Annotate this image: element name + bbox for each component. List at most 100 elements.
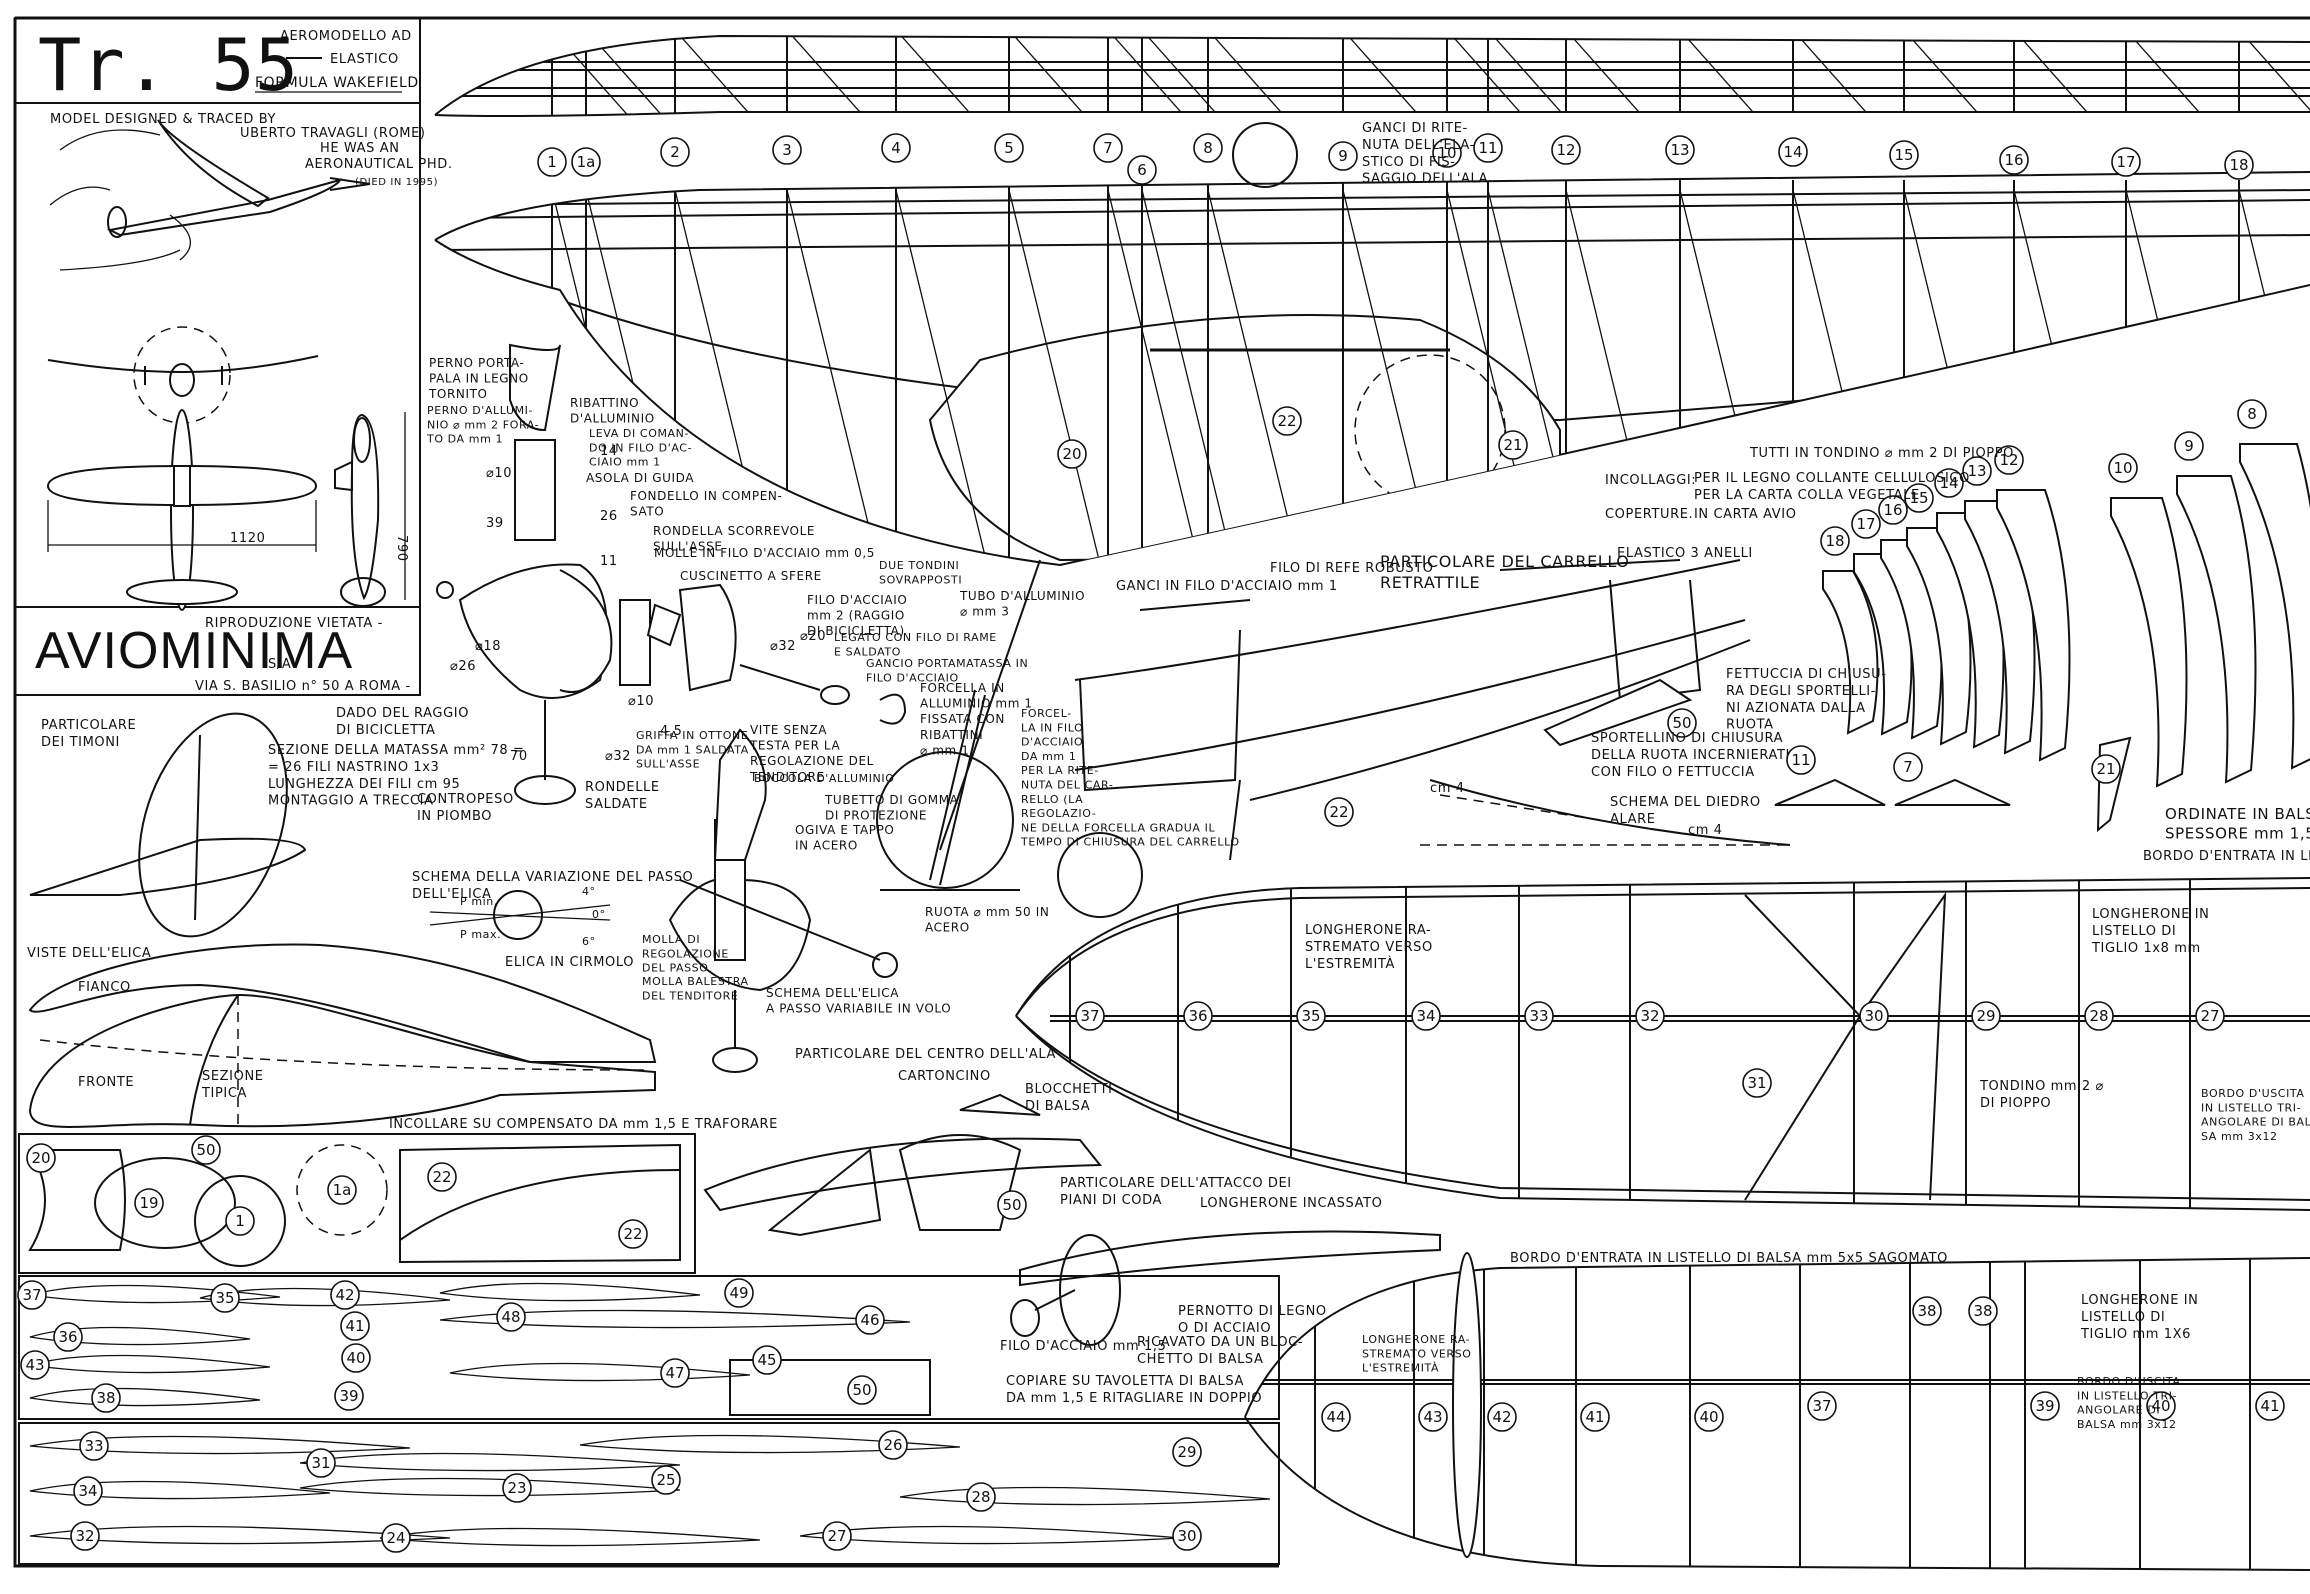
note-line: STREMATO VERSO: [1305, 940, 1433, 955]
note-leva: LEVA DI COMAN-DO IN FILO D'AC-CIAIO mm 1: [589, 427, 692, 469]
note-line: BOCCOLA D'ALLUMINIO: [754, 772, 894, 785]
callout-number: 20: [31, 1149, 50, 1167]
callout-number: 18: [1825, 532, 1844, 550]
callout-parts: 34: [73, 1476, 103, 1506]
designer-line-1: MODEL DESIGNED & TRACED BY: [50, 112, 276, 127]
callout-circle: [660, 1358, 690, 1388]
airfoil-rib: [29, 1387, 261, 1407]
callout-fuselage: 8: [1193, 133, 1223, 163]
callout-parts: 30: [1172, 1521, 1202, 1551]
note-line: SEZIONE DELLA MATASSA mm² 78 =: [268, 743, 524, 758]
callout-wing: 35: [1296, 1001, 1326, 1031]
callout-parts: 32: [70, 1521, 100, 1551]
note-line: PERNOTTO DI LEGNO: [1178, 1304, 1327, 1319]
note-line: FONDELLO IN COMPEN-: [630, 489, 782, 503]
callout-circle: [1904, 483, 1934, 513]
callout-fuselage: 9: [1328, 141, 1358, 171]
callout-circle: [1635, 1001, 1665, 1031]
callout-parts: 24: [381, 1523, 411, 1553]
callout-number: 34: [1416, 1007, 1435, 1025]
callout-circle: [1786, 745, 1816, 775]
note-line: SA mm 3x12: [2201, 1130, 2278, 1143]
note-line: SOVRAPPOSTI: [879, 573, 962, 586]
wing-center-detail: [703, 1093, 1103, 1237]
note-line: NIO ⌀ mm 2 FORA-: [427, 418, 539, 431]
callout-wing: 34: [1411, 1001, 1441, 1031]
callout-fuselage: 6: [1127, 155, 1157, 185]
callout-number: 31: [311, 1454, 330, 1472]
callout-circle: [2195, 1001, 2225, 1031]
note-line: IN LISTELLO TRI-: [2077, 1389, 2177, 1402]
reproduction-notice: RIPRODUZIONE VIETATA -: [205, 616, 383, 631]
callout-number: 38: [96, 1389, 115, 1407]
callout-parts: 47: [660, 1358, 690, 1388]
note-line: LONGHERONE INCASSATO: [1200, 1196, 1382, 1211]
callout-number: 1a: [333, 1181, 352, 1199]
callout-circle: [341, 1343, 371, 1373]
note-line: PER LA CARTA COLLA VEGETALE: [1694, 488, 1920, 503]
note-line: BALSA mm 3x12: [2077, 1418, 2177, 1431]
note-line: ACERO: [925, 921, 970, 935]
note-line: PARTICOLARE DELL'ATTACCO DEI: [1060, 1176, 1292, 1191]
note-coperture-txt: IN CARTA AVIO: [1694, 507, 1797, 522]
callout-fuselage: 1a: [571, 147, 601, 177]
note-line: PARTICOLARE: [41, 718, 136, 733]
note-d-14: 14: [600, 444, 618, 459]
note-line: A PASSO VARIABILE IN VOLO: [766, 1002, 951, 1016]
callout-number: 37: [1812, 1397, 1831, 1415]
callout-fuselage: 13: [1665, 135, 1695, 165]
note-line: D'ALLUMINIO: [570, 412, 655, 426]
note-fronte: FRONTE: [78, 1075, 134, 1090]
note-line: DELL'ELICA: [412, 887, 492, 902]
callout-circle: [2146, 1391, 2176, 1421]
callout-number: 10: [2113, 459, 2132, 477]
note-line: RIBATTINO: [570, 396, 639, 410]
callout-number: 44: [1326, 1408, 1345, 1426]
callout-parts: 22: [618, 1219, 648, 1249]
callout-circle: [1859, 1001, 1889, 1031]
note-line: SCHEMA DEL DIEDRO: [1610, 795, 1761, 810]
callout-circle: [660, 137, 690, 167]
callout-fuselage: 2: [660, 137, 690, 167]
note-line: BORDO D'USCITA: [2077, 1375, 2181, 1388]
callout-circle: [878, 1430, 908, 1460]
note-line: FILO DI REFE ROBUSTO: [1270, 561, 1434, 576]
callout-ribs: 14: [1934, 468, 1964, 498]
airfoil-rib: [29, 1354, 271, 1374]
callout-number: 49: [729, 1284, 748, 1302]
callout-number: 11: [1478, 139, 1497, 157]
note-line: MOLLA DI: [642, 933, 700, 946]
note-line: MOLLE IN FILO D'ACCIAIO mm 0,5: [654, 546, 875, 560]
callout-parts: 46: [855, 1305, 885, 1335]
callout-wing: 30: [1859, 1001, 1889, 1031]
callout-parts: 42: [330, 1280, 360, 1310]
callout-number: 48: [501, 1308, 520, 1326]
callout-circle: [1778, 137, 1808, 167]
callout-parts: 38: [91, 1383, 121, 1413]
note-line: TUBO D'ALLUMINIO: [959, 589, 1085, 603]
note-line: FISSATA CON: [920, 712, 1005, 726]
callout-number: 22: [432, 1168, 451, 1186]
note-fondello: FONDELLO IN COMPEN-SATO: [630, 489, 782, 519]
callout-ribs: 11: [1786, 745, 1816, 775]
note-tondino-ala: TONDINO mm 2 ⌀DI PIOPPO: [1979, 1079, 2104, 1111]
note-cuscinetto: CUSCINETTO A SFERE: [680, 569, 822, 583]
callout-ribs: 16: [1878, 495, 1908, 525]
callout-number: 16: [1883, 501, 1902, 519]
note-line: LONGHERONE IN: [2081, 1293, 2199, 1308]
callout-number: 30: [1177, 1527, 1196, 1545]
callout-stab: 43: [1418, 1402, 1448, 1432]
callout-number: 3: [782, 141, 792, 159]
callout-circle: [1742, 1068, 1772, 1098]
span-dimension: 1120: [230, 531, 265, 546]
note-line: DO IN FILO D'AC-: [589, 441, 692, 454]
callout-number: 8: [1203, 139, 1213, 157]
note-ribattino: RIBATTINO D'ALLUMINIO: [570, 396, 655, 426]
airfoil-rib: [449, 1362, 751, 1382]
